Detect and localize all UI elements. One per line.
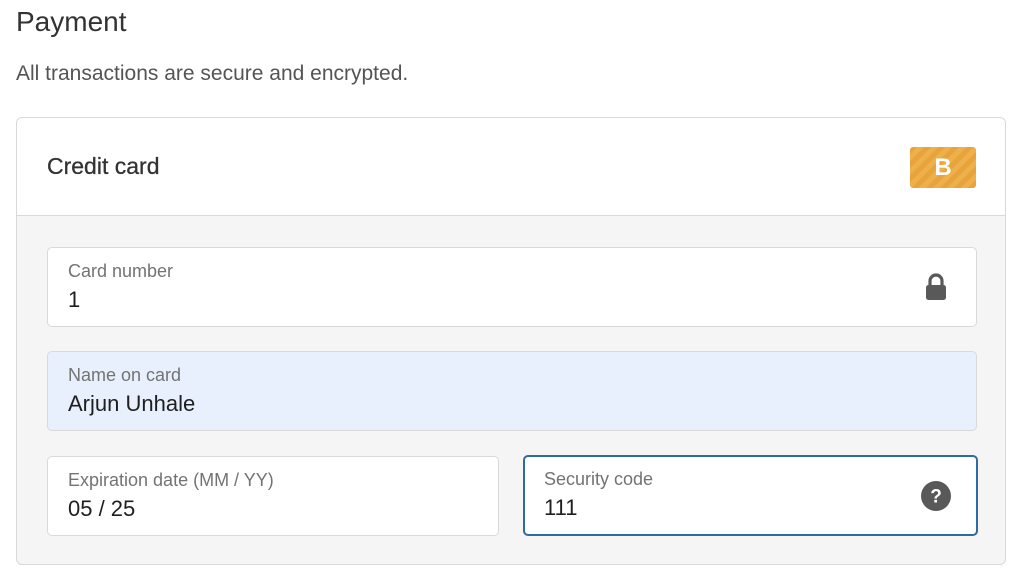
payment-subtitle: All transactions are secure and encrypte… [16,62,409,85]
name-on-card-field[interactable]: Name on card Arjun Unhale [47,351,977,431]
card-number-input[interactable]: 1 [68,287,81,312]
lock-icon [926,273,946,300]
card-brand-icon: B [910,147,976,188]
expiration-date-input[interactable]: 05 / 25 [68,496,136,521]
payment-method-label: Credit card [47,153,160,179]
expiration-date-field[interactable]: Expiration date (MM / YY) 05 / 25 [47,456,499,536]
svg-text:?: ? [930,486,942,507]
help-icon[interactable]: ? [920,480,952,512]
security-code-field[interactable]: Security code 111 ? [523,455,978,536]
credit-card-header[interactable]: Credit card B [17,118,1005,216]
security-code-label: Security code [544,469,654,489]
card-number-field[interactable]: Card number 1 [47,247,977,327]
security-code-input[interactable]: 111 [544,495,578,520]
expiration-date-label: Expiration date (MM / YY) [68,470,274,490]
card-number-label: Card number [68,261,174,281]
name-on-card-input[interactable]: Arjun Unhale [68,391,196,416]
credit-card-panel: Credit card B Card number 1 Name on card… [16,117,1006,565]
name-on-card-label: Name on card [68,365,182,385]
payment-heading: Payment [16,6,127,37]
